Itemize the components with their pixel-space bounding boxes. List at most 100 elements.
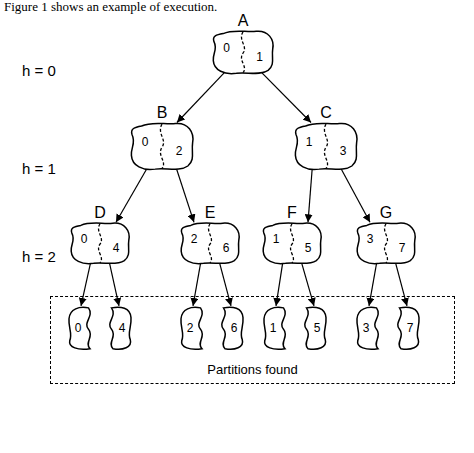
arrow-connector [260, 70, 312, 122]
part-number: 0 [81, 232, 88, 246]
blob-outline [263, 223, 321, 264]
part-number: 5 [314, 321, 321, 335]
region-outline [260, 221, 324, 265]
part-row: 01 [210, 29, 276, 75]
arrow-connector [395, 261, 407, 306]
part-row: 26 [178, 221, 242, 265]
half-blob [357, 307, 379, 349]
part-number: 2 [191, 232, 198, 246]
arrow-connector [193, 261, 201, 306]
region-shape: 37 [354, 221, 418, 265]
arrow-connector [81, 261, 91, 306]
region-shape: 13 [292, 121, 360, 171]
part-number: 5 [305, 241, 312, 255]
found-partition: 3 [354, 305, 384, 351]
partition-node: A01 [210, 12, 276, 75]
half-blob [181, 307, 203, 349]
part-number: 3 [363, 321, 370, 335]
part-number: 4 [119, 321, 126, 335]
part-number: 7 [407, 321, 414, 335]
region-outline [292, 121, 360, 171]
node-letter: F [287, 204, 297, 221]
part-number: 4 [113, 241, 120, 255]
node-letter: C [320, 104, 332, 121]
split-line [385, 224, 388, 263]
part-number: 0 [75, 321, 82, 335]
arrow-connector [369, 261, 377, 306]
node-letter: D [94, 204, 106, 221]
half-blob [264, 307, 286, 349]
region-shape: 26 [178, 221, 242, 265]
region-shape: 15 [260, 221, 324, 265]
arrow-connector [176, 166, 194, 222]
arrow-connector [301, 261, 314, 306]
blob-outline [181, 223, 239, 264]
frame-caption: Partitions found [205, 362, 299, 378]
split-line [209, 224, 212, 263]
part-number: 6 [231, 321, 238, 335]
region-outline [178, 221, 242, 265]
partition-node: C13 [292, 104, 360, 171]
region-outline [128, 121, 196, 171]
part-number: 1 [273, 232, 280, 246]
region-shape: 04 [68, 221, 132, 265]
level-label: h = 0 [22, 62, 56, 79]
split-line [160, 124, 163, 168]
blob-outline [71, 223, 129, 264]
region-shape: 01 [210, 29, 276, 75]
blob-outline [131, 123, 193, 169]
half-blob [398, 307, 419, 349]
partition-node: E26 [178, 204, 242, 265]
part-number: 2 [187, 321, 194, 335]
part-number: 1 [256, 50, 263, 64]
half-blob [69, 307, 91, 349]
results-frame: Partitions found 0 4 2 6 1 5 3 7 [50, 296, 455, 384]
part-number: 3 [340, 144, 347, 158]
node-letter: B [157, 104, 168, 121]
found-partition: 2 [178, 305, 208, 351]
arrow-connector [308, 166, 312, 222]
arrow-connector [116, 166, 148, 222]
node-letter: E [205, 204, 216, 221]
part-row: 04 [68, 221, 132, 265]
arrow-connector [109, 261, 119, 306]
level-label: h = 1 [22, 160, 56, 177]
part-number: 3 [367, 232, 374, 246]
found-partition: 5 [299, 305, 329, 351]
node-letter: A [238, 12, 249, 29]
blob-outline [295, 123, 357, 169]
found-partition: 4 [104, 305, 134, 351]
split-line [291, 224, 294, 263]
partition-node: F15 [260, 204, 324, 265]
node-letter: G [380, 204, 392, 221]
figure-intro: Figure 1 shows an example of execution. [4, 0, 217, 15]
blob-outline [357, 223, 415, 264]
region-shape: 02 [128, 121, 196, 171]
part-number: 0 [223, 41, 230, 55]
half-blob [110, 307, 131, 349]
level-label: h = 2 [22, 248, 56, 265]
blob-outline [213, 31, 273, 74]
partition-node: D04 [68, 204, 132, 265]
split-line [324, 124, 327, 168]
found-partition: 7 [392, 305, 422, 351]
found-partition: 1 [261, 305, 291, 351]
found-partition: 6 [216, 305, 246, 351]
half-blob [222, 307, 243, 349]
arrow-connector [340, 166, 370, 222]
arrow-connector [219, 261, 231, 306]
part-row: 15 [260, 221, 324, 265]
part-number: 1 [306, 135, 313, 149]
part-number: 0 [142, 135, 149, 149]
part-number: 1 [270, 321, 277, 335]
part-row: 13 [292, 121, 360, 171]
partition-node: G37 [354, 204, 418, 265]
region-outline [354, 221, 418, 265]
partition-node: B02 [128, 104, 196, 171]
arrow-connector [276, 261, 283, 306]
arrow-connector [177, 70, 227, 122]
part-row: 37 [354, 221, 418, 265]
part-row: 02 [128, 121, 196, 171]
split-line [99, 224, 102, 263]
